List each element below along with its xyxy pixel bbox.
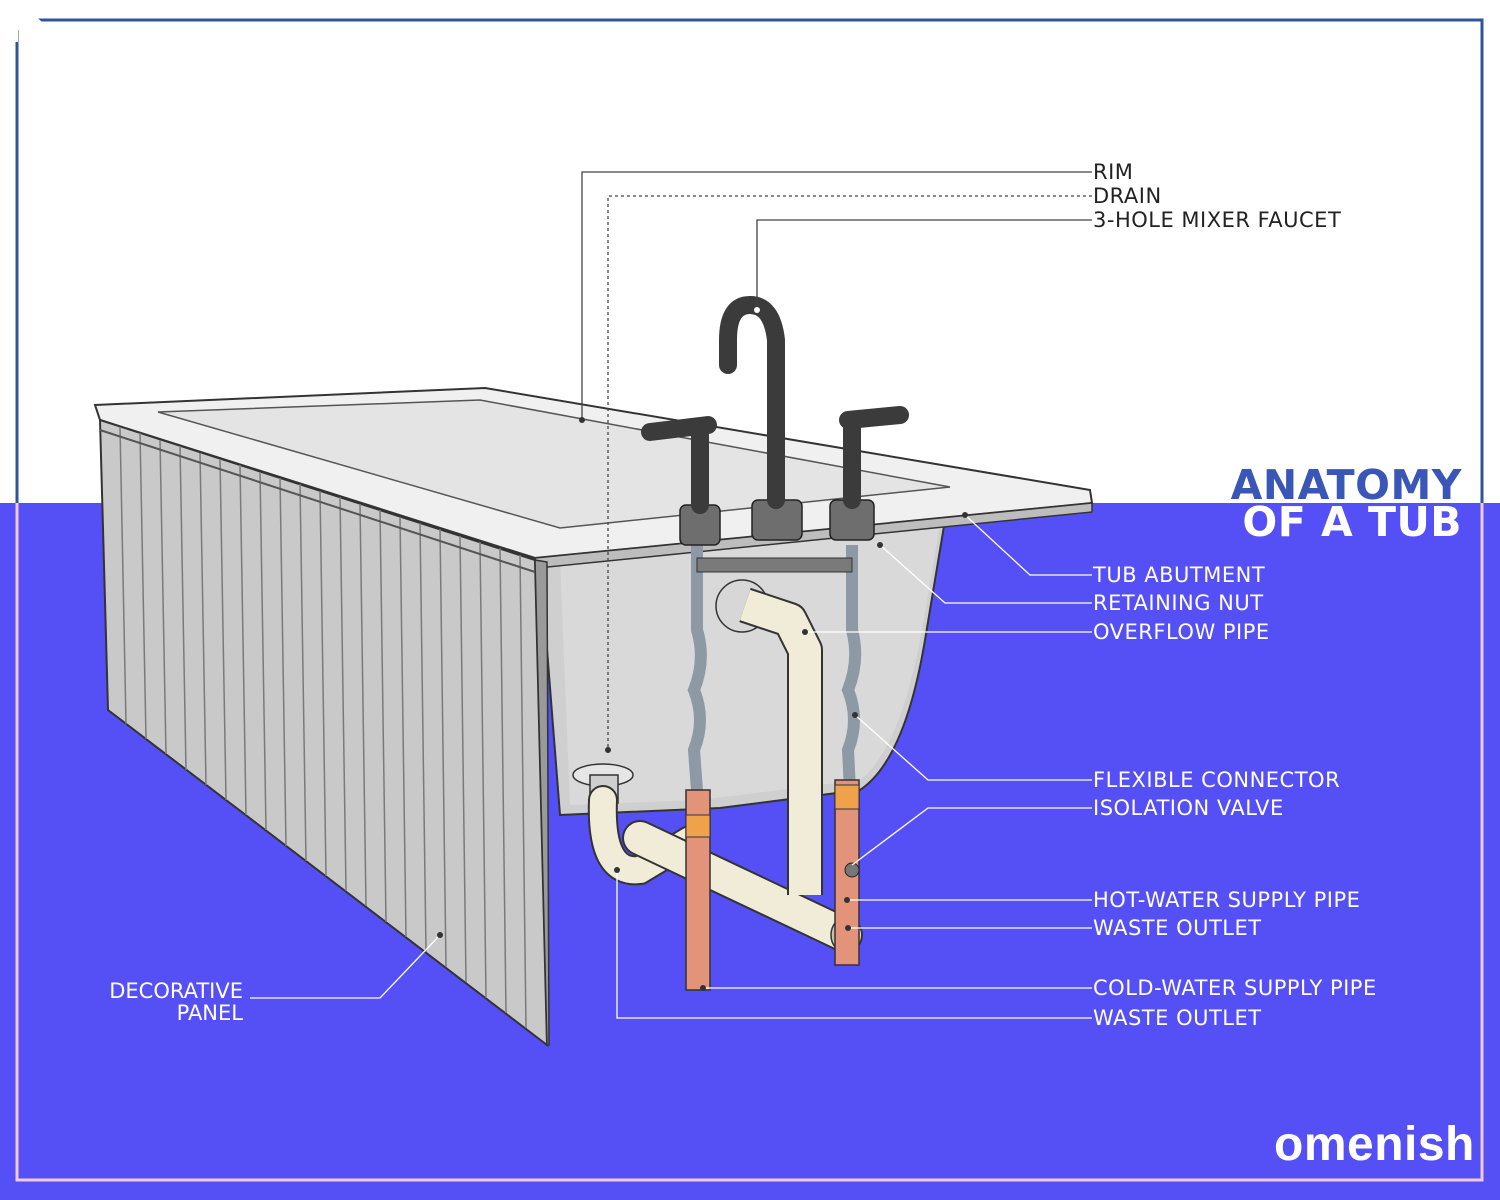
faucet-handle-left bbox=[641, 416, 717, 514]
leader-waste-outlet-2 bbox=[616, 870, 1092, 1019]
panel-top-trim bbox=[99, 429, 536, 573]
leader-drain bbox=[607, 195, 1092, 750]
waste-pipe bbox=[624, 822, 861, 951]
cold-fitting bbox=[685, 814, 711, 838]
title-line-1: ANATOMY bbox=[1230, 461, 1462, 509]
isolation-valve bbox=[844, 862, 860, 878]
flexible-connector-right bbox=[841, 545, 862, 791]
leader-decorative-panel bbox=[250, 934, 441, 999]
hot-fitting bbox=[834, 784, 860, 810]
house-logo-icon bbox=[2, 4, 42, 42]
title-line-2: OF A TUB bbox=[1242, 498, 1462, 546]
tub-basin-shade bbox=[560, 525, 940, 805]
tub-interior bbox=[157, 399, 951, 529]
label-hot-water-pipe: HOT-WATER SUPPLY PIPE bbox=[1093, 888, 1361, 912]
waste-trap bbox=[589, 787, 703, 884]
label-rim: RIM bbox=[1093, 160, 1134, 184]
label-waste-outlet-2: WASTE OUTLET bbox=[1093, 1006, 1262, 1030]
label-faucet: 3-HOLE MIXER FAUCET bbox=[1093, 208, 1342, 232]
label-decorative-panel-line-1: DECORATIVE bbox=[109, 979, 243, 1003]
leader-flexible-connector bbox=[854, 714, 1092, 781]
overflow-pipe bbox=[739, 589, 821, 895]
label-drain: DRAIN bbox=[1093, 184, 1162, 208]
faucet-handle-right bbox=[839, 406, 909, 509]
label-isolation-valve: ISOLATION VALVE bbox=[1093, 796, 1284, 820]
label-waste-outlet-1: WASTE OUTLET bbox=[1093, 916, 1262, 940]
decorative-panel-side bbox=[534, 559, 550, 1046]
leader-isolation-valve bbox=[851, 807, 1092, 866]
decorative-panel-slats bbox=[119, 426, 527, 1029]
label-decorative-panel: DECORATIVE PANEL bbox=[60, 980, 243, 1024]
label-decorative-panel-line-2: PANEL bbox=[176, 1001, 243, 1025]
flexible-connector-left bbox=[687, 545, 707, 791]
label-flexible-connector: FLEXIBLE CONNECTOR bbox=[1093, 768, 1341, 792]
bottom-leader-lines bbox=[250, 514, 1092, 1019]
leader-dots bbox=[437, 307, 968, 991]
leader-faucet bbox=[756, 219, 1092, 310]
top-leader-lines bbox=[581, 171, 1092, 750]
brand-logo-text: omenish bbox=[1274, 1118, 1475, 1171]
label-overflow-pipe: OVERFLOW PIPE bbox=[1093, 620, 1270, 644]
label-tub-abutment: TUB ABUTMENT bbox=[1093, 563, 1266, 587]
faucet-spout bbox=[719, 295, 785, 509]
label-retaining-nut: RETAINING NUT bbox=[1093, 591, 1264, 615]
label-cold-water-pipe: COLD-WATER SUPPLY PIPE bbox=[1093, 976, 1377, 1000]
leader-tub-abutment bbox=[964, 514, 1092, 576]
leader-rim bbox=[581, 171, 1092, 420]
faucet-crossbar bbox=[696, 557, 853, 573]
leader-retaining-nut bbox=[879, 544, 1092, 604]
frame-top bbox=[15, 18, 1484, 503]
frame-bottom bbox=[15, 503, 1484, 1182]
